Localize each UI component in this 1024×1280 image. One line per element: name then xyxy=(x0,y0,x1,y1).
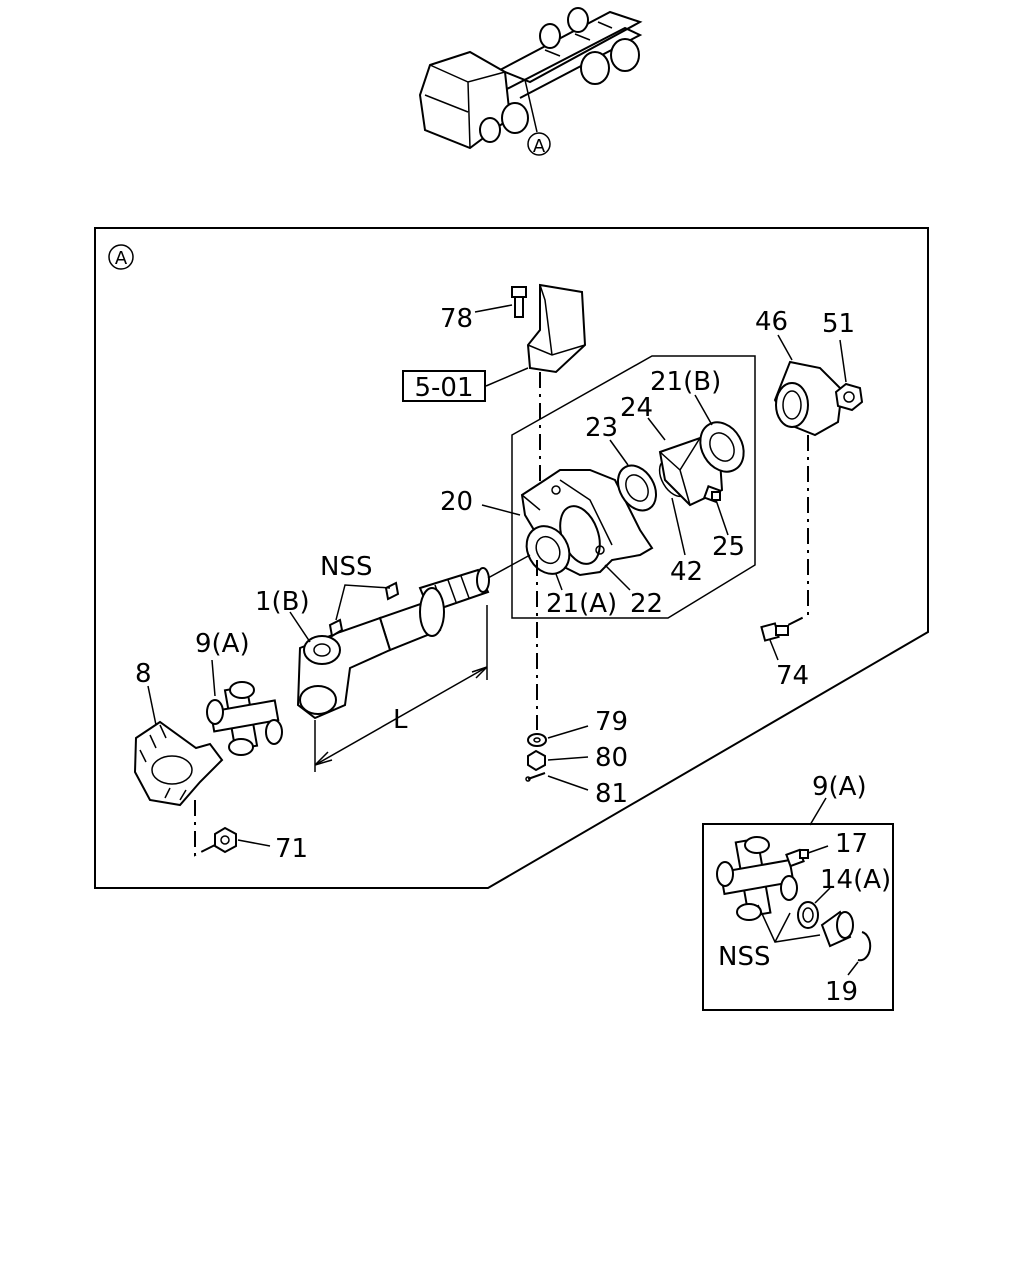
label-74: 74 xyxy=(776,661,809,691)
label-22: 22 xyxy=(630,589,663,619)
label-81: 81 xyxy=(595,779,628,809)
bearing-23 xyxy=(617,464,657,512)
inset-panel-border xyxy=(702,823,894,1011)
nss-tag-main xyxy=(328,581,400,638)
grease-fitting-17 xyxy=(785,848,809,868)
label-1b: 1(B) xyxy=(255,587,310,617)
label-24: 24 xyxy=(620,393,653,423)
label-19: 19 xyxy=(825,977,858,1007)
cotter-pin-81 xyxy=(525,772,546,782)
truck-overview-illustration: A xyxy=(418,7,643,157)
drive-shaft-1b xyxy=(296,567,490,720)
grease-nipple-25 xyxy=(703,485,721,503)
label-79: 79 xyxy=(595,707,628,737)
inset-spider xyxy=(716,836,798,921)
label-nss-main: NSS xyxy=(320,552,372,582)
seal-21b xyxy=(699,421,745,473)
snap-ring-19 xyxy=(857,931,872,962)
label-20: 20 xyxy=(440,487,473,517)
label-nss-inset: NSS xyxy=(718,942,770,972)
label-23: 23 xyxy=(585,413,618,443)
main-panel-border xyxy=(94,227,929,889)
label-46: 46 xyxy=(755,307,788,337)
view-callout-a: A xyxy=(533,136,546,157)
bolt-74 xyxy=(760,622,789,642)
label-17: 17 xyxy=(835,829,868,859)
label-80: 80 xyxy=(595,743,628,773)
washer-79 xyxy=(527,733,547,747)
ref-5-01-label: 5-01 xyxy=(414,373,473,403)
nut-51 xyxy=(834,382,864,412)
label-25: 25 xyxy=(712,532,745,562)
inset-title-9a: 9(A) xyxy=(812,772,867,802)
flange-46 xyxy=(773,360,844,437)
label-51: 51 xyxy=(822,309,855,339)
label-21b: 21(B) xyxy=(650,367,721,397)
center-bearing-subpanel xyxy=(511,355,756,619)
flange-yoke-8 xyxy=(133,720,224,807)
bolt-78 xyxy=(511,286,527,318)
label-9a-main: 9(A) xyxy=(195,629,250,659)
label-21a: 21(A) xyxy=(546,589,617,619)
spider-9a-main xyxy=(206,681,283,756)
panel-callout-a: A xyxy=(115,248,128,269)
label-14a: 14(A) xyxy=(820,865,891,895)
label-78: 78 xyxy=(440,304,473,334)
nut-80 xyxy=(527,749,546,772)
label-42: 42 xyxy=(670,557,703,587)
nut-71 xyxy=(214,826,237,854)
ref-5-01-box[interactable] xyxy=(402,370,486,402)
label-dim-l: L xyxy=(393,705,408,735)
mounting-bracket xyxy=(526,283,587,374)
label-8: 8 xyxy=(135,659,152,689)
label-71: 71 xyxy=(275,834,308,864)
dimension-l xyxy=(314,605,488,772)
seal-14a xyxy=(797,901,819,929)
bearing-cup xyxy=(820,910,854,948)
